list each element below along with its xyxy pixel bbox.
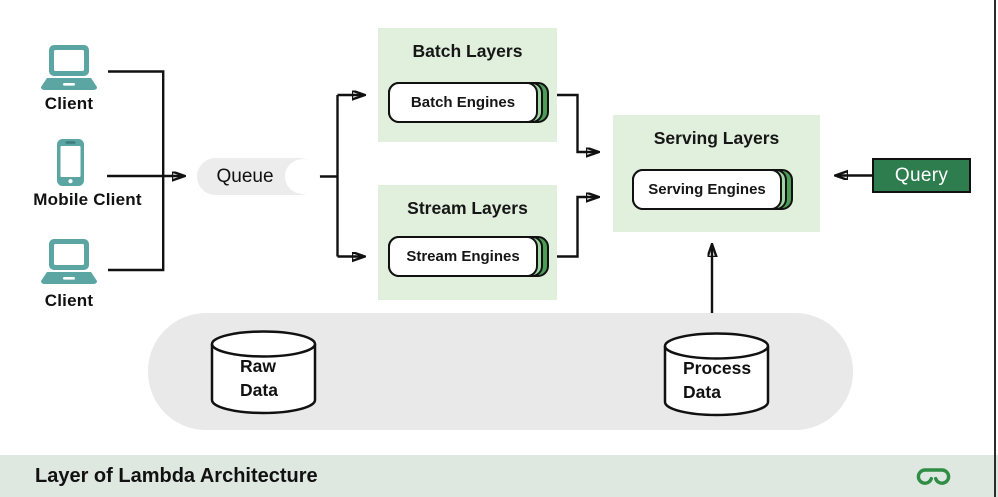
image-right-border <box>994 0 996 497</box>
laptop-icon <box>40 44 98 97</box>
mobile-icon <box>56 138 85 192</box>
queue-cylinder-cap <box>285 159 320 194</box>
footer-title: Layer of Lambda Architecture <box>35 464 318 487</box>
serving-engines-card: Serving Engines <box>632 169 793 210</box>
serving-engines-label: Serving Engines <box>632 169 782 210</box>
query-box: Query <box>872 158 971 193</box>
footer-bar: Layer of Lambda Architecture <box>0 455 998 497</box>
batch-layers-title: Batch Layers <box>412 41 523 61</box>
raw-data-cylinder: Raw Data <box>210 330 317 416</box>
client-label: Client <box>44 291 94 310</box>
connector-clients-bracket <box>108 70 165 272</box>
stream-engines-label: Stream Engines <box>388 236 538 277</box>
stream-layers-title: Stream Layers <box>407 198 528 218</box>
serving-layers-title: Serving Layers <box>653 128 780 148</box>
arrow-batch-to-serving <box>557 93 598 152</box>
batch-engines-label: Batch Engines <box>388 82 538 123</box>
laptop-icon <box>40 238 98 291</box>
process-data-label: Process Data <box>683 358 752 402</box>
queue-label: Queue <box>216 165 274 187</box>
process-data-cylinder: Process Data <box>663 332 770 418</box>
client-label: Client <box>44 94 94 113</box>
stream-engines-card: Stream Engines <box>388 236 549 277</box>
mobile-client-label: Mobile Client <box>33 190 142 209</box>
raw-data-label: Raw Data <box>240 356 278 400</box>
query-label: Query <box>894 164 949 186</box>
geeksforgeeks-logo <box>915 464 952 492</box>
arrow-stream-to-serving <box>557 197 598 258</box>
batch-engines-card: Batch Engines <box>388 82 549 123</box>
